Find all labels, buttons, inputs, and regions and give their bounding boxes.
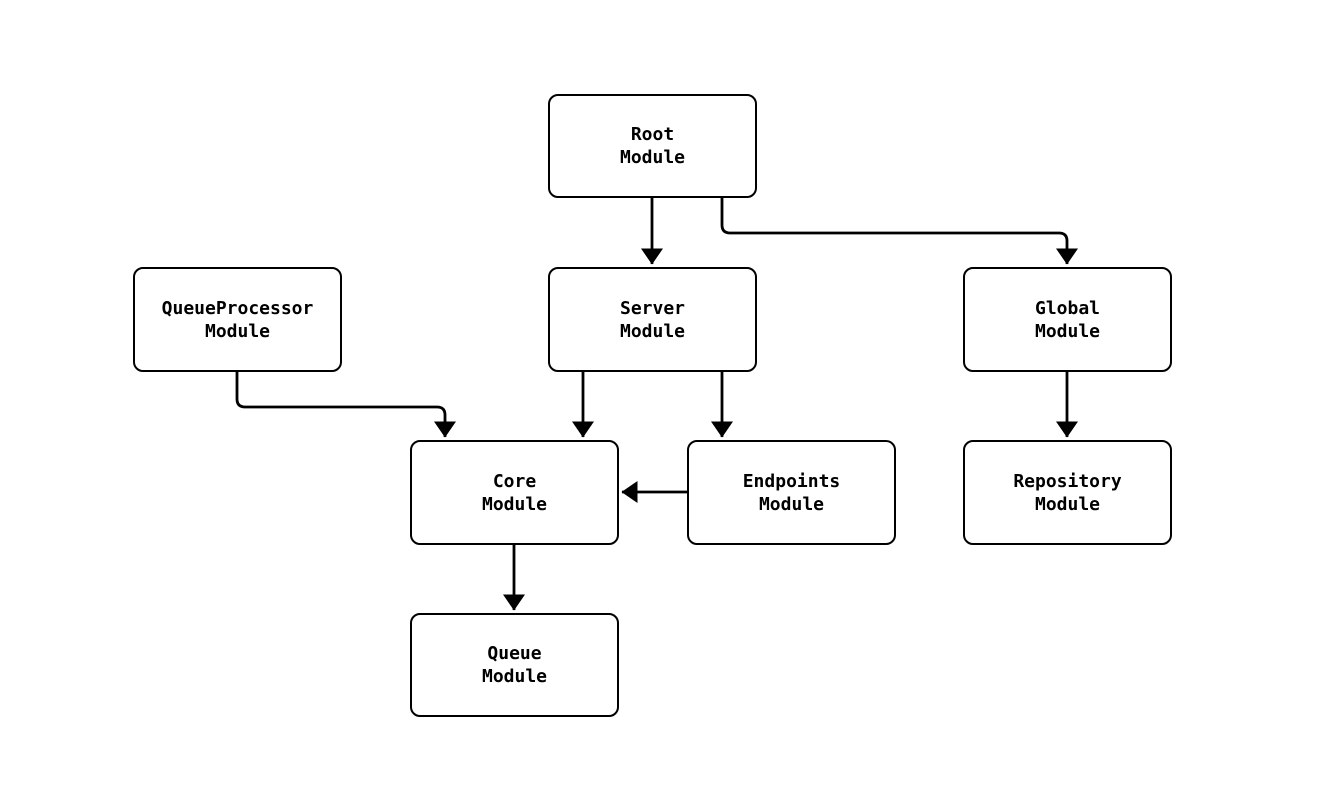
node-global-module: Global Module	[963, 267, 1172, 372]
node-endpoints-module-label: Endpoints Module	[742, 470, 841, 515]
node-core-module: Core Module	[410, 440, 619, 545]
node-server-module: Server Module	[548, 267, 757, 372]
node-core-module-label: Core Module	[481, 470, 548, 515]
node-queue-module: Queue Module	[410, 613, 619, 717]
edge-queueprocessor-to-core	[235, 372, 456, 438]
edge-root-to-global	[720, 198, 1078, 265]
node-root-module: Root Module	[548, 94, 757, 198]
node-queueprocessor-module: QueueProcessor Module	[133, 267, 342, 372]
node-queueprocessor-module-label: QueueProcessor Module	[161, 297, 314, 342]
node-repository-module: Repository Module	[963, 440, 1172, 545]
node-global-module-label: Global Module	[1034, 297, 1101, 342]
node-server-module-label: Server Module	[619, 297, 686, 342]
node-queue-module-label: Queue Module	[481, 643, 548, 687]
node-repository-module-label: Repository Module	[1013, 470, 1122, 515]
node-root-module-label: Root Module	[619, 124, 686, 168]
node-endpoints-module: Endpoints Module	[687, 440, 896, 545]
